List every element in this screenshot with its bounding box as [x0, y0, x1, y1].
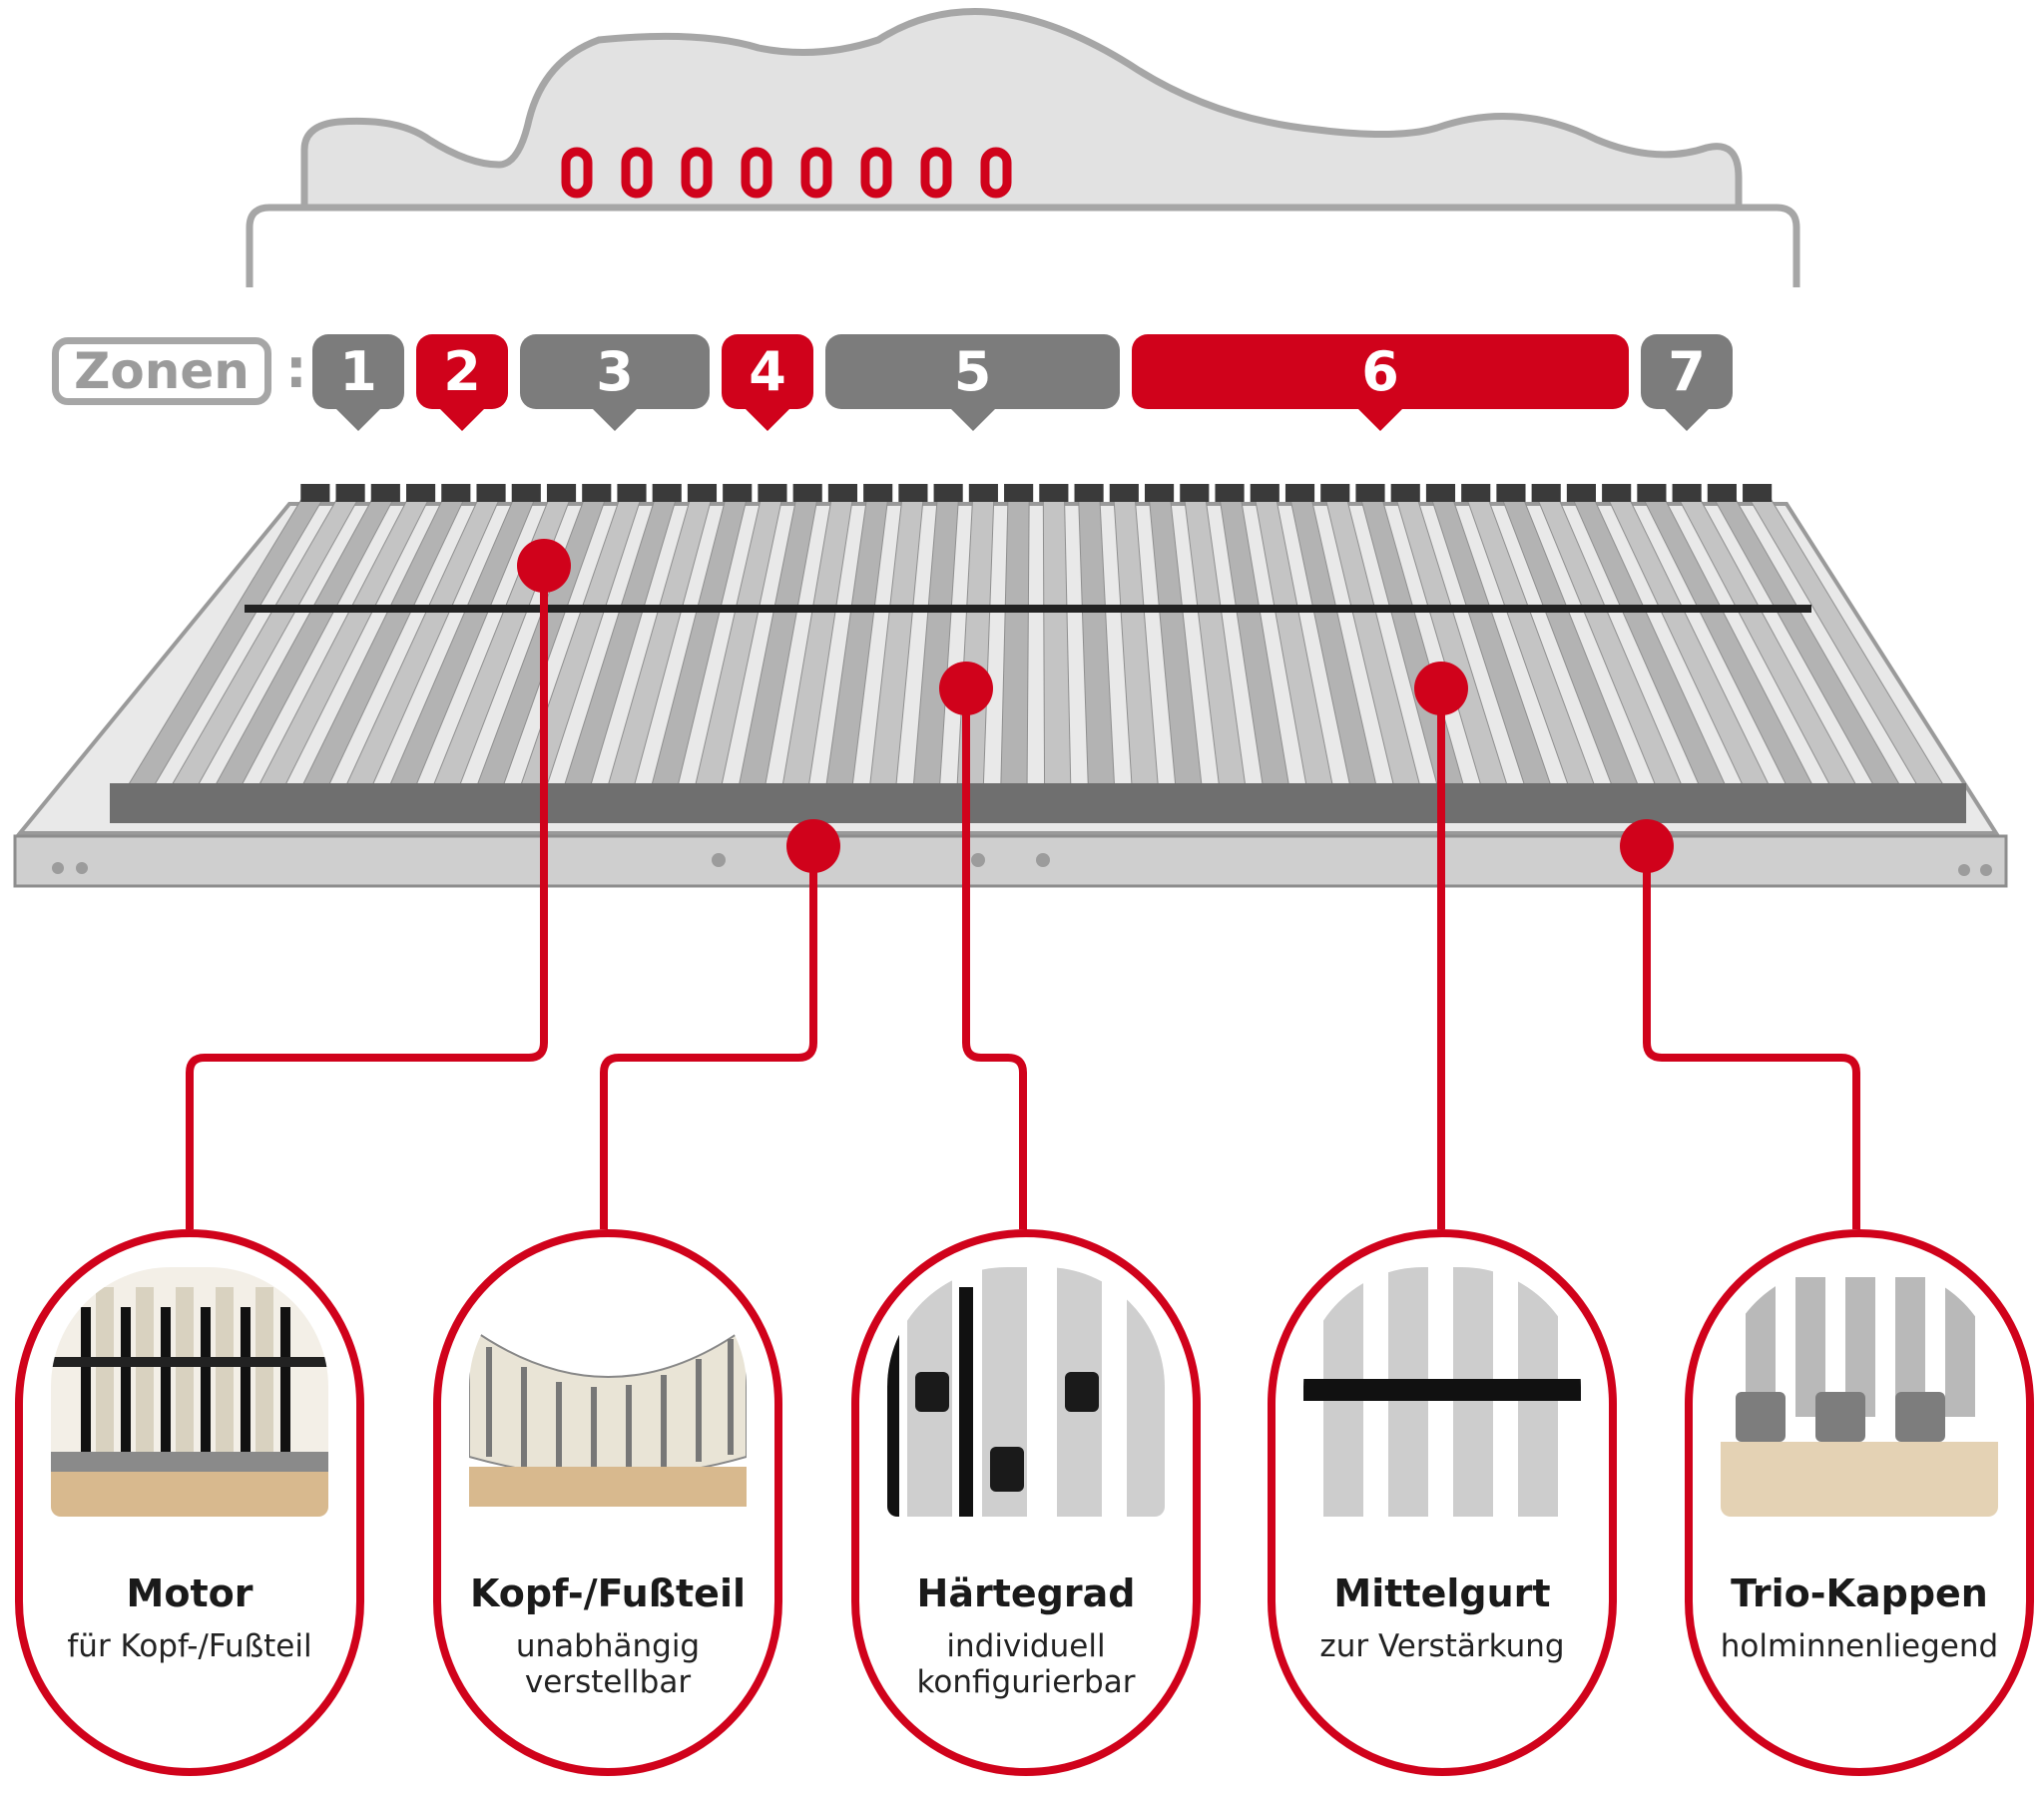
slat-cap	[335, 484, 365, 502]
slat-cap	[1180, 484, 1210, 502]
slat-cap	[792, 484, 822, 502]
slat-cap	[406, 484, 436, 502]
zone-5: 5	[825, 334, 1120, 431]
support-pins	[561, 147, 1012, 199]
motor-photo	[51, 1267, 328, 1517]
slat-cap	[1707, 484, 1737, 502]
slat-cap	[827, 484, 857, 502]
zone-7: 7	[1641, 334, 1733, 431]
zones-separator: :	[285, 337, 307, 400]
slatted-frame-illustration	[13, 484, 2008, 1229]
body-silhouette-diagram	[246, 8, 1800, 287]
slat-cap	[1566, 484, 1596, 502]
slat-cap	[687, 484, 718, 502]
slat-cap	[511, 484, 541, 502]
slat-cap	[370, 484, 400, 502]
feature-subtitle: für Kopf-/Fußteil	[67, 1628, 312, 1664]
slat-cap	[863, 484, 893, 502]
feature-trio-kappen: Trio-Kappen holminnenliegend	[1685, 1229, 2034, 1776]
body-profile-shape	[300, 8, 1743, 212]
zone-6: 6	[1132, 334, 1629, 431]
slat-cap	[1039, 484, 1069, 502]
slat-cap	[1496, 484, 1526, 502]
slat-cap	[476, 484, 506, 502]
slat-cap	[1215, 484, 1245, 502]
feature-subtitle: unabhängig verstellbar	[515, 1628, 701, 1700]
slat-cap	[1390, 484, 1420, 502]
kopf-fussteil-photo	[469, 1267, 747, 1517]
slat-cap	[617, 484, 647, 502]
slat-cap	[1531, 484, 1561, 502]
slat-cap	[300, 484, 330, 502]
slat-cap	[898, 484, 928, 502]
slat-cap	[1320, 484, 1350, 502]
zone-4: 4	[722, 334, 813, 431]
side-rail	[13, 834, 2008, 888]
slat-cap	[933, 484, 963, 502]
slat-cap	[1074, 484, 1104, 502]
slat-cap	[1250, 484, 1279, 502]
feature-haertegrad: Härtegrad individuell konfigurierbar	[851, 1229, 1201, 1776]
slat-cap	[1461, 484, 1491, 502]
slat-cap	[441, 484, 471, 502]
slat-cap	[723, 484, 753, 502]
slat-cap	[1637, 484, 1667, 502]
feature-motor: Motor für Kopf-/Fußteil	[15, 1229, 364, 1776]
slat-cap	[1284, 484, 1315, 502]
callout-lines	[186, 566, 1860, 1229]
callout-dots	[517, 539, 1674, 873]
bed-frame-outline	[246, 204, 1800, 287]
rail-screws	[52, 853, 1992, 876]
zones-label: Zonen	[52, 337, 271, 405]
slat-cap	[1109, 484, 1139, 502]
slat-cap	[1145, 484, 1175, 502]
slat-cap	[652, 484, 682, 502]
slat-cap	[1425, 484, 1456, 502]
slat-cap	[758, 484, 787, 502]
feature-title: Härtegrad	[916, 1571, 1136, 1615]
trio-kappen-photo	[1721, 1267, 1998, 1517]
slat-cap	[1355, 484, 1385, 502]
mittelgurt-photo	[1303, 1267, 1581, 1517]
feature-title: Kopf-/Fußteil	[469, 1571, 747, 1615]
feature-title: Mittelgurt	[1333, 1571, 1551, 1615]
feature-subtitle: individuell konfigurierbar	[916, 1628, 1136, 1700]
feature-title: Motor	[126, 1571, 254, 1615]
feature-subtitle: zur Verstärkung	[1319, 1628, 1565, 1664]
slat-cap	[968, 484, 998, 502]
zone-2: 2	[416, 334, 508, 431]
feature-subtitle: holminnenliegend	[1720, 1628, 1999, 1664]
feature-title: Trio-Kappen	[1731, 1571, 1988, 1615]
zone-1: 1	[312, 334, 404, 431]
slat-cap	[582, 484, 612, 502]
zone-3: 3	[520, 334, 710, 431]
slat-cap	[546, 484, 577, 502]
slat-cap	[1602, 484, 1632, 502]
feature-mittelgurt: Mittelgurt zur Verstärkung	[1268, 1229, 1617, 1776]
feature-kopf-fussteil: Kopf-/Fußteil unabhängig verstellbar	[433, 1229, 782, 1776]
slat-cap	[1743, 484, 1773, 502]
slat-cap	[1004, 484, 1034, 502]
front-caps-row	[110, 783, 1966, 823]
haertegrad-photo	[887, 1267, 1165, 1517]
slat-cap	[1672, 484, 1702, 502]
